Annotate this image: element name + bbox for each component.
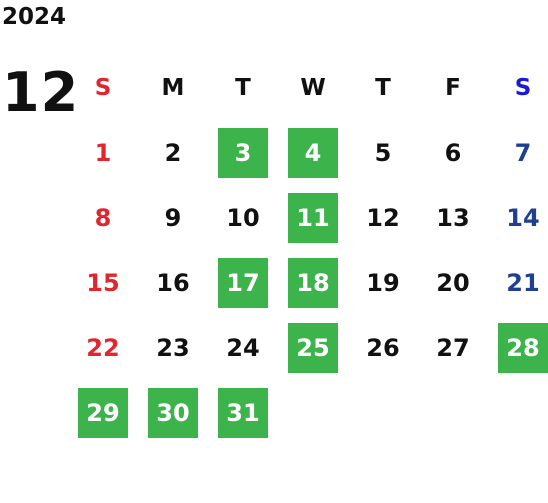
calendar-day: 8 (68, 185, 138, 250)
day-number: 21 (506, 268, 540, 297)
day-number: 26 (366, 333, 400, 362)
calendar-day-empty (488, 380, 548, 445)
weekday-tuesday: T (235, 74, 251, 101)
calendar-week-row: 8 9 10 11 12 13 14 (68, 185, 548, 250)
calendar-day: 9 (138, 185, 208, 250)
weekday-thursday: T (375, 74, 391, 101)
calendar-day: 30 (138, 380, 208, 445)
calendar-day: 15 (68, 250, 138, 315)
calendar-day: 31 (208, 380, 278, 445)
highlighted-day-number: 17 (218, 257, 268, 308)
highlighted-day-number: 28 (498, 322, 548, 373)
day-number: 2 (164, 138, 182, 167)
day-number: 1 (94, 138, 112, 167)
calendar-day: 2 (138, 120, 208, 185)
calendar-day-empty (348, 380, 418, 445)
calendar-day: 19 (348, 250, 418, 315)
highlighted-day-number: 29 (78, 387, 128, 438)
day-number: 23 (156, 333, 190, 362)
calendar-week-row: 22 23 24 25 26 27 28 (68, 315, 548, 380)
calendar-day: 14 (488, 185, 548, 250)
calendar-week-row: 15 16 17 18 19 20 21 (68, 250, 548, 315)
day-number: 20 (436, 268, 470, 297)
day-number (358, 388, 408, 438)
calendar-week-row: 29 30 31 (68, 380, 548, 445)
day-number: 14 (506, 203, 540, 232)
calendar-day-empty (278, 380, 348, 445)
calendar-day: 11 (278, 185, 348, 250)
calendar-day: 24 (208, 315, 278, 380)
day-number: 15 (86, 268, 120, 297)
day-number: 12 (366, 203, 400, 232)
day-number: 7 (514, 138, 532, 167)
calendar-day: 7 (488, 120, 548, 185)
calendar-day: 12 (348, 185, 418, 250)
calendar-day: 27 (418, 315, 488, 380)
weekday-friday: F (445, 74, 461, 101)
day-number: 19 (366, 268, 400, 297)
calendar-day-empty (418, 380, 488, 445)
calendar-day: 22 (68, 315, 138, 380)
calendar-day: 26 (348, 315, 418, 380)
calendar-day: 17 (208, 250, 278, 315)
calendar-day: 18 (278, 250, 348, 315)
highlighted-day-number: 11 (288, 192, 338, 243)
weekday-wednesday: W (300, 74, 326, 101)
calendar-day: 13 (418, 185, 488, 250)
highlighted-day-number: 3 (218, 127, 268, 178)
day-number: 5 (374, 138, 392, 167)
calendar-day: 4 (278, 120, 348, 185)
weekday-sunday: S (94, 74, 112, 101)
day-number: 9 (164, 203, 182, 232)
weekday-monday: M (161, 74, 185, 101)
calendar-day: 10 (208, 185, 278, 250)
calendar-day: 29 (68, 380, 138, 445)
day-number (498, 388, 548, 438)
highlighted-day-number: 30 (148, 387, 198, 438)
day-number: 22 (86, 333, 120, 362)
calendar-day: 25 (278, 315, 348, 380)
day-number: 10 (226, 203, 260, 232)
highlighted-day-number: 25 (288, 322, 338, 373)
calendar-day: 20 (418, 250, 488, 315)
calendar-year: 2024 (2, 4, 67, 30)
day-number: 6 (444, 138, 462, 167)
day-number: 27 (436, 333, 470, 362)
day-number: 8 (94, 203, 112, 232)
calendar-day: 6 (418, 120, 488, 185)
calendar-day: 1 (68, 120, 138, 185)
calendar-day: 16 (138, 250, 208, 315)
calendar-month: 12 (2, 61, 80, 124)
day-number: 13 (436, 203, 470, 232)
day-number (428, 388, 478, 438)
calendar-day: 5 (348, 120, 418, 185)
highlighted-day-number: 18 (288, 257, 338, 308)
calendar-day: 21 (488, 250, 548, 315)
weekday-header-row: S M T W T F S (68, 55, 548, 120)
day-number: 16 (156, 268, 190, 297)
calendar-day: 3 (208, 120, 278, 185)
highlighted-day-number: 4 (288, 127, 338, 178)
day-number (288, 388, 338, 438)
calendar-day: 28 (488, 315, 548, 380)
day-number: 24 (226, 333, 260, 362)
highlighted-day-number: 31 (218, 387, 268, 438)
weekday-saturday: S (514, 74, 532, 101)
calendar-day: 23 (138, 315, 208, 380)
